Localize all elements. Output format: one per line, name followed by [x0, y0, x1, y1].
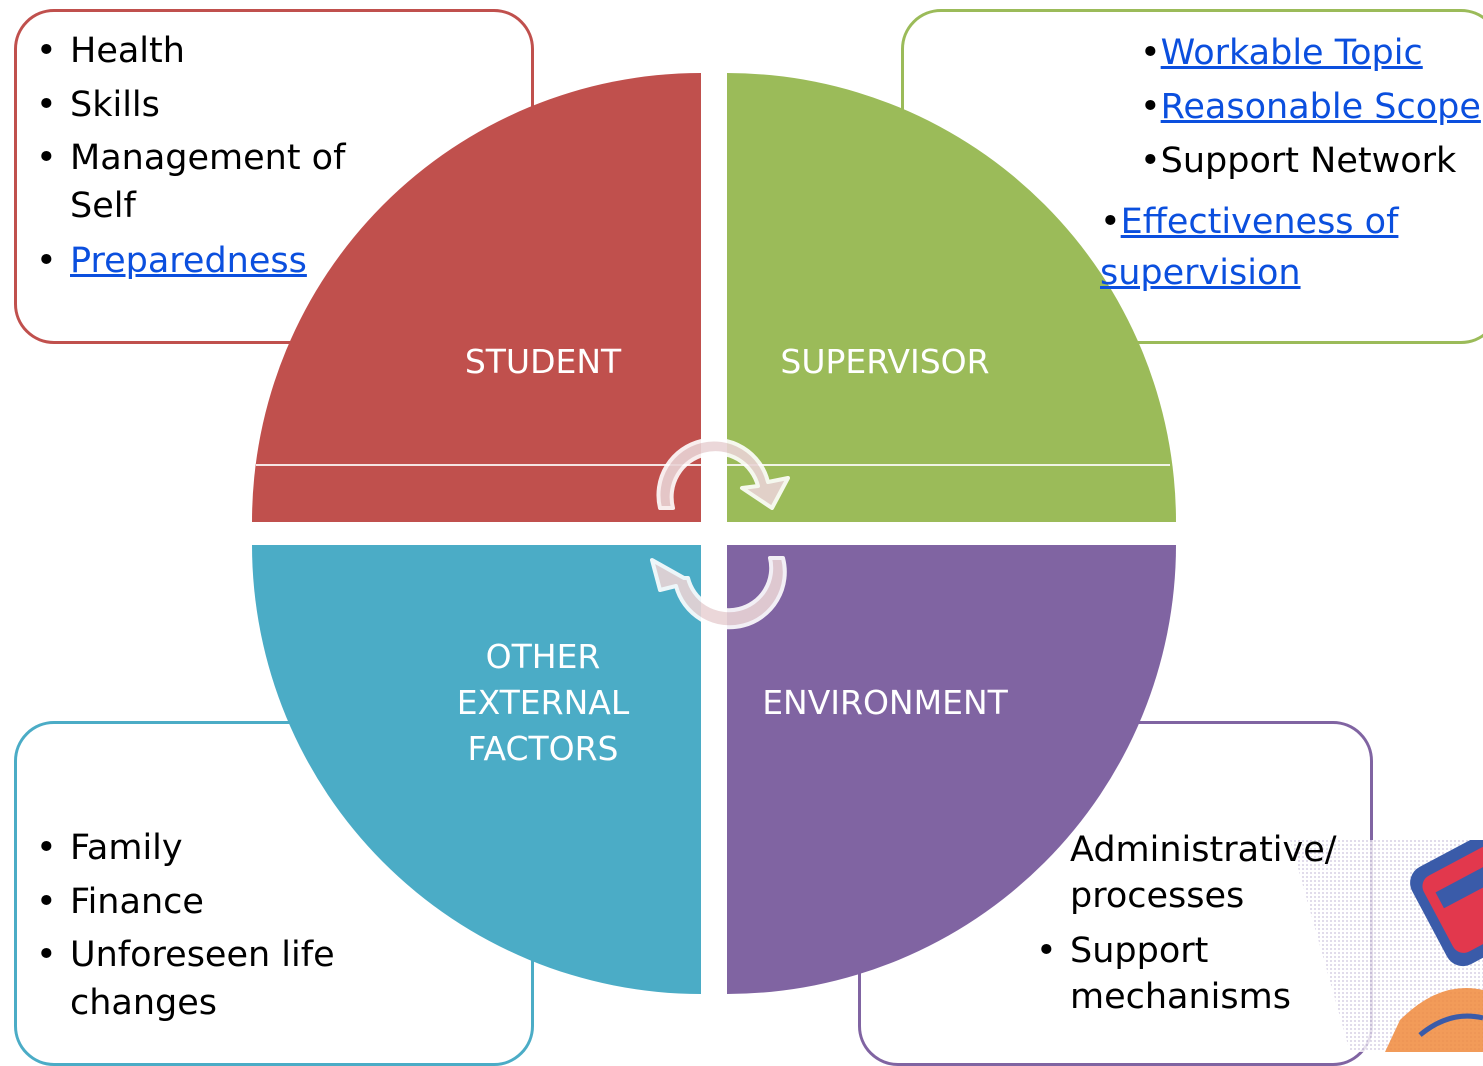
cycle-arrow-icon	[650, 556, 787, 630]
item-management-of-self: Management of Self	[70, 138, 346, 226]
environment-quadrant	[727, 545, 1176, 994]
bullet: •	[36, 828, 57, 868]
other-quadrant	[252, 545, 701, 994]
bullet: •	[36, 138, 57, 178]
student-label: STUDENT	[464, 342, 622, 381]
list-item: • Support	[1036, 926, 1208, 976]
list-item: • Management of Self	[14, 134, 374, 230]
list-item: • Family	[14, 823, 374, 873]
bullet: •	[1140, 87, 1161, 127]
list-item: •Effectiveness of	[1100, 197, 1398, 247]
list-item: •Support Network	[1140, 136, 1456, 186]
other-external-factors-label: OTHER EXTERNAL FACTORS	[433, 634, 653, 772]
list-item: • Skills	[14, 80, 374, 130]
item-support: Support	[1070, 931, 1209, 971]
item-processes: processes	[1070, 876, 1245, 916]
effectiveness-of-supervision-link[interactable]: supervision	[1100, 253, 1301, 293]
list-item-continuation: processes	[1070, 871, 1244, 921]
list-item: Administrative/	[1070, 825, 1337, 875]
bullet: •	[36, 241, 57, 281]
other-factor-list: • Family • Finance • Unforeseen life change…	[14, 823, 374, 1027]
item-health: Health	[70, 31, 185, 71]
list-item: • Health	[14, 26, 374, 76]
other-label-line: FACTORS	[467, 729, 619, 768]
list-item: • Preparedness	[14, 236, 374, 286]
student-quadrant	[252, 73, 701, 522]
list-item-continuation: supervision	[1100, 248, 1301, 298]
item-finance: Finance	[70, 882, 204, 922]
bullet: •	[36, 882, 57, 922]
list-item: •Reasonable Scope	[1140, 82, 1481, 132]
student-factor-list: • Health • Skills • Management of Self • Pre…	[14, 26, 374, 286]
reasonable-scope-link[interactable]: Reasonable Scope	[1160, 87, 1481, 127]
effectiveness-of-supervision-link[interactable]: Effectiveness of	[1120, 202, 1399, 242]
other-label-line: EXTERNAL	[456, 683, 630, 722]
workable-topic-link[interactable]: Workable Topic	[1160, 33, 1423, 73]
bullet: •	[36, 935, 57, 975]
supervisor-label: SUPERVISOR	[780, 342, 990, 381]
bullet: •	[1140, 33, 1161, 73]
list-item: •Workable Topic	[1140, 28, 1423, 78]
environment-label: ENVIRONMENT	[762, 683, 1008, 722]
supervisor-quadrant	[727, 73, 1176, 522]
item-family: Family	[70, 828, 183, 868]
list-item: • Finance	[14, 877, 374, 927]
list-item: • Unforeseen life changes	[14, 931, 374, 1027]
bullet: •	[1100, 202, 1121, 242]
item-unforeseen-life-changes: Unforeseen life changes	[70, 935, 335, 1023]
decorative-graphic	[1290, 840, 1483, 1052]
bullet: •	[36, 85, 57, 125]
other-label-line: OTHER	[485, 637, 601, 676]
item-support-network: Support Network	[1160, 141, 1457, 181]
preparedness-link[interactable]: Preparedness	[70, 241, 307, 281]
item-skills: Skills	[70, 85, 160, 125]
bullet: •	[1140, 141, 1161, 181]
bullet: •	[1036, 931, 1057, 971]
cycle-arrow-icon	[656, 437, 790, 510]
item-administrative: Administrative/	[1070, 830, 1337, 870]
item-mechanisms: mechanisms	[1070, 977, 1291, 1017]
bullet: •	[36, 31, 57, 71]
list-item-continuation: mechanisms	[1070, 972, 1291, 1022]
